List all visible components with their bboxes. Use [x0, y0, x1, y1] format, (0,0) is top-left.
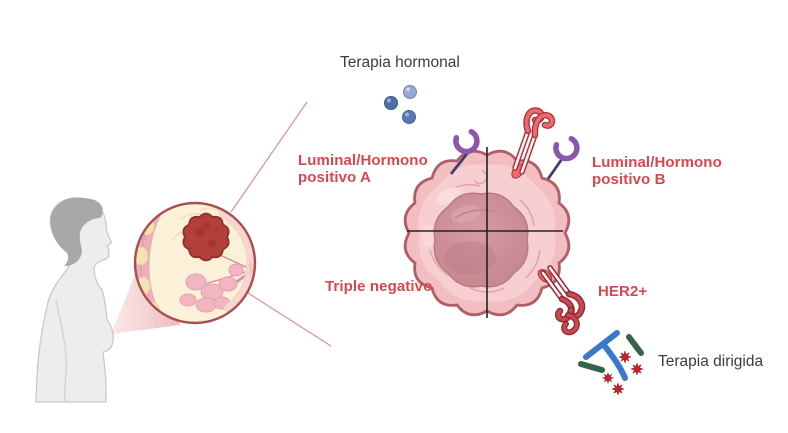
hormone-receptor-icon-right — [546, 135, 580, 180]
hormone-molecules-icon — [384, 85, 417, 124]
nipple — [249, 262, 255, 275]
targeted-therapy-label: Terapia dirigida — [658, 353, 764, 370]
her2-receptor-bottom-icon — [537, 265, 586, 336]
person-silhouette — [35, 197, 114, 403]
luminal-b-label: Luminal/Hormono positivo B — [592, 154, 722, 188]
glandular-lobules — [179, 263, 244, 313]
hormone-receptor-icon-left — [449, 128, 480, 175]
crosshair-icon — [407, 147, 563, 318]
hormonal-therapy-label: Terapia hormonal — [340, 54, 460, 71]
luminal-a-label: Luminal/Hormono positivo A — [298, 152, 428, 186]
luminal-b-line2: positivo B — [592, 171, 666, 188]
zoom-lines — [230, 101, 332, 347]
tumor-icon — [182, 212, 230, 262]
luminal-a-line1: Luminal/Hormono — [298, 152, 428, 169]
luminal-b-line1: Luminal/Hormono — [592, 154, 722, 171]
arm-line — [55, 299, 68, 403]
nucleus — [433, 192, 529, 288]
her2-receptor-dimer-top-icon — [511, 107, 556, 179]
her2-label: HER2+ — [598, 283, 648, 300]
antibody-drug-conjugate-icon — [578, 330, 644, 396]
triple-negative-label: Triple negativo — [325, 278, 433, 295]
hair-icon — [50, 197, 103, 266]
luminal-a-line2: positivo A — [298, 169, 371, 186]
skin-layer — [219, 210, 255, 312]
